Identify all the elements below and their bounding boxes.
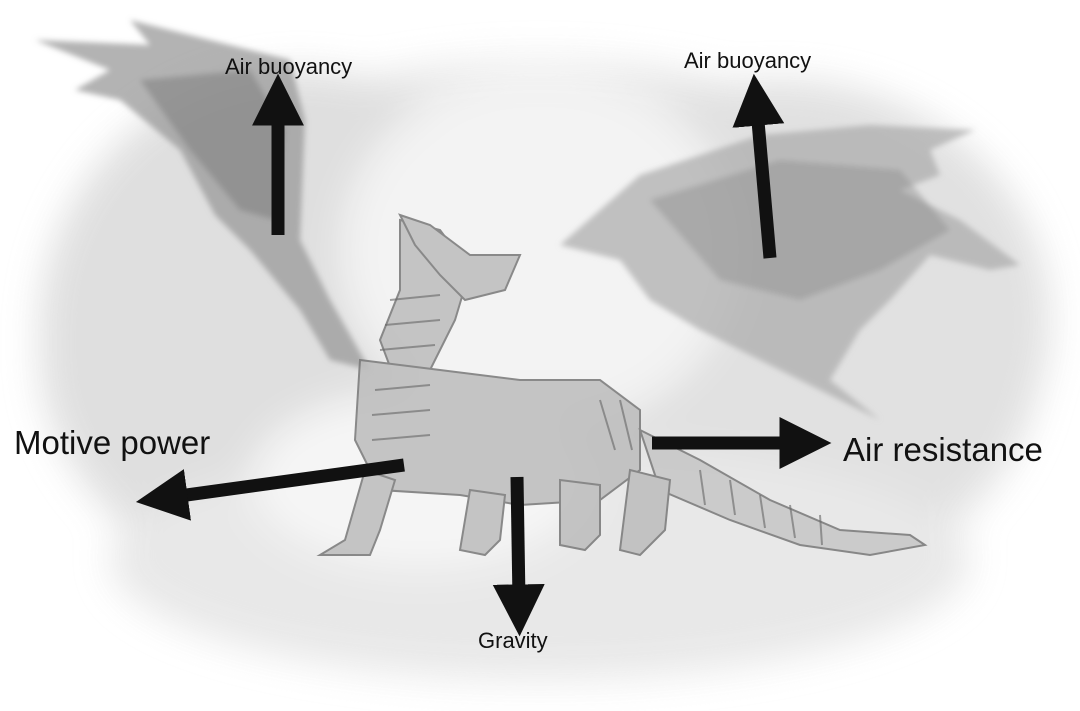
right-wing <box>560 125 1020 420</box>
label-motive-power: Motive power <box>14 424 211 461</box>
force-arrows <box>135 73 832 637</box>
arrow-motive-power <box>135 458 405 521</box>
label-air-buoyancy-left: Air buoyancy <box>225 54 353 79</box>
dragon-body <box>316 213 928 557</box>
arrow-gravity <box>492 476 545 637</box>
dragon-scales <box>371 294 823 546</box>
label-gravity: Gravity <box>478 628 548 653</box>
arrow-air-buoyancy-right <box>732 73 785 259</box>
label-air-buoyancy-right: Air buoyancy <box>684 48 812 73</box>
label-air-resistance: Air resistance <box>843 431 1043 468</box>
